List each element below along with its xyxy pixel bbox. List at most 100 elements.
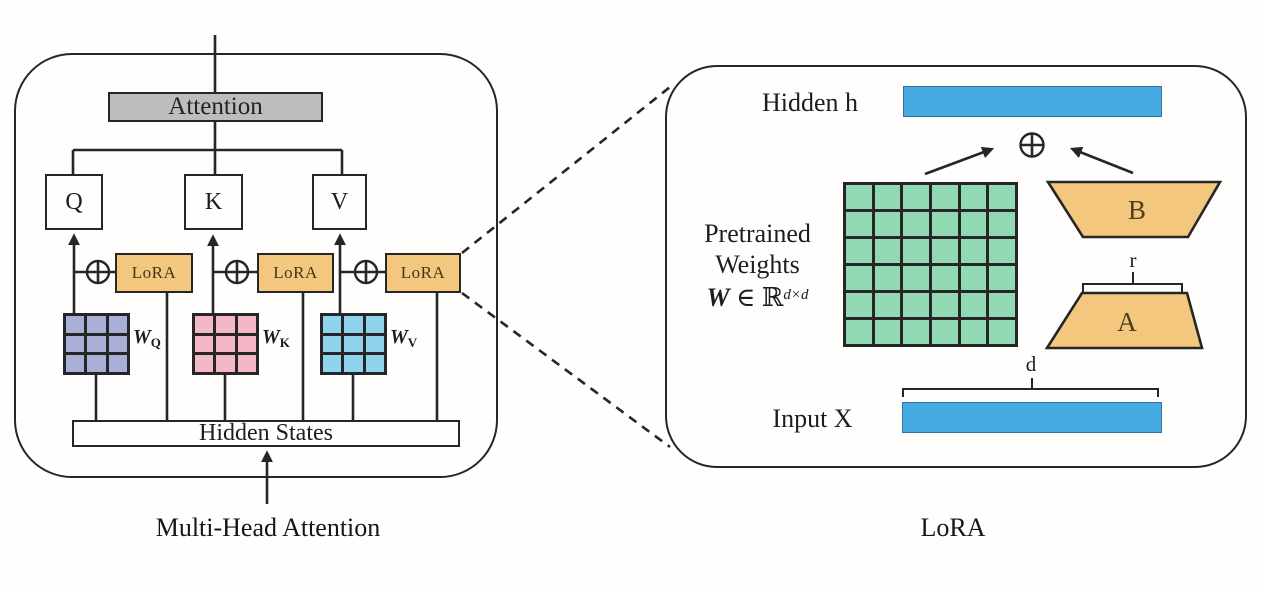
math-sup: d×d <box>783 287 809 303</box>
matrix-cell <box>874 212 901 236</box>
k-label: K <box>204 188 223 215</box>
matrix-cell <box>846 212 872 236</box>
input-x-label: Input X <box>772 404 853 433</box>
matrix-cell <box>87 355 106 372</box>
plus-circle-icon-k <box>224 259 250 285</box>
q-box: Q <box>45 174 103 230</box>
matrix-cell <box>903 266 929 290</box>
weights-to-sum-arrow <box>924 146 995 176</box>
matrix-b-trapezoid <box>1045 180 1223 239</box>
plus-cross <box>88 262 108 282</box>
matrix-cell <box>365 355 384 372</box>
k-box: K <box>184 174 243 230</box>
pretrained-line1: Pretrained <box>704 219 811 248</box>
matrix-cell <box>108 335 127 353</box>
matrix-cell <box>365 316 384 333</box>
matrix-cell <box>237 355 256 372</box>
matrix-cell <box>960 293 987 317</box>
matrix-cell <box>960 266 987 290</box>
matrix-cell <box>931 266 958 290</box>
matrix-cell <box>989 266 1015 290</box>
a-label: A <box>1117 307 1137 337</box>
matrix-cell <box>323 335 342 353</box>
matrix-cell <box>989 320 1015 344</box>
matrix-cell <box>960 239 987 263</box>
zoom-guide-bottom-dashed-line <box>461 291 671 449</box>
math-w: W <box>706 283 730 312</box>
matrix-cell <box>216 355 235 372</box>
q-label: Q <box>65 188 83 215</box>
hidden-h-label: Hidden h <box>761 88 859 117</box>
matrix-cell <box>903 293 929 317</box>
matrix-cell <box>931 293 958 317</box>
b-label: B <box>1127 195 1146 225</box>
lora-label: LoRA <box>131 263 177 282</box>
matrix-cell <box>846 320 872 344</box>
d-label: d <box>1025 352 1037 376</box>
wq-label-base: W <box>133 326 151 348</box>
matrix-cell <box>903 185 929 209</box>
matrix-cell <box>195 335 214 353</box>
matrix-cell <box>216 316 235 333</box>
matrix-cell <box>66 335 85 353</box>
wv-label-base: W <box>390 326 408 348</box>
input-x-bar <box>902 402 1162 433</box>
matrix-cell <box>108 316 127 333</box>
v-box: V <box>312 174 367 230</box>
matrix-cell <box>960 185 987 209</box>
matrix-cell <box>323 316 342 333</box>
plus-circle-icon-v <box>353 259 379 285</box>
wq-matrix <box>63 313 130 375</box>
lora-box-v: LoRA <box>385 253 461 293</box>
matrix-cell <box>108 355 127 372</box>
matrix-cell <box>344 355 363 372</box>
plus-circle-icon-sum <box>1019 132 1045 158</box>
hidden-states-box: Hidden States <box>72 420 460 447</box>
math-mid: ∈ ℝ <box>729 283 784 312</box>
matrix-cell <box>903 320 929 344</box>
hidden-states-label: Hidden States <box>199 420 333 446</box>
matrix-cell <box>846 293 872 317</box>
plus-circle-icon-q <box>85 259 111 285</box>
matrix-cell <box>846 185 872 209</box>
matrix-cell <box>903 239 929 263</box>
matrix-cell <box>87 316 106 333</box>
pretrained-math: W ∈ ℝd×d <box>685 280 830 313</box>
wq-label: WQ <box>133 326 161 351</box>
matrix-cell <box>931 320 958 344</box>
matrix-cell <box>874 239 901 263</box>
matrix-cell <box>66 316 85 333</box>
matrix-cell <box>344 316 363 333</box>
attention-label: Attention <box>168 93 263 120</box>
lora-box-k: LoRA <box>257 253 334 293</box>
v-label: V <box>330 188 349 215</box>
matrix-cell <box>365 335 384 353</box>
d-dimension-bracket <box>902 388 1159 397</box>
matrix-cell <box>960 212 987 236</box>
matrix-cell <box>903 212 929 236</box>
matrix-cell <box>846 239 872 263</box>
matrix-cell <box>874 185 901 209</box>
matrix-cell <box>874 266 901 290</box>
matrix-cell <box>344 335 363 353</box>
matrix-cell <box>931 185 958 209</box>
wk-label-base: W <box>262 326 280 348</box>
matrix-cell <box>874 320 901 344</box>
r-label: r <box>1129 248 1137 272</box>
matrix-cell <box>989 293 1015 317</box>
lora-box-q: LoRA <box>115 253 193 293</box>
wv-label-sub: V <box>407 335 418 350</box>
lora-label: LoRA <box>273 263 318 282</box>
matrix-cell <box>195 316 214 333</box>
wk-label: WK <box>262 326 290 351</box>
plus-cross <box>1021 134 1043 156</box>
wv-matrix <box>320 313 387 375</box>
zoom-guide-top-dashed-line <box>461 85 671 255</box>
pretrained-line2: Weights <box>715 250 800 279</box>
b-to-sum-arrow <box>1069 146 1134 175</box>
plus-cross <box>227 262 247 282</box>
matrix-cell <box>931 239 958 263</box>
multi-head-attention-caption: Multi-Head Attention <box>155 513 381 542</box>
